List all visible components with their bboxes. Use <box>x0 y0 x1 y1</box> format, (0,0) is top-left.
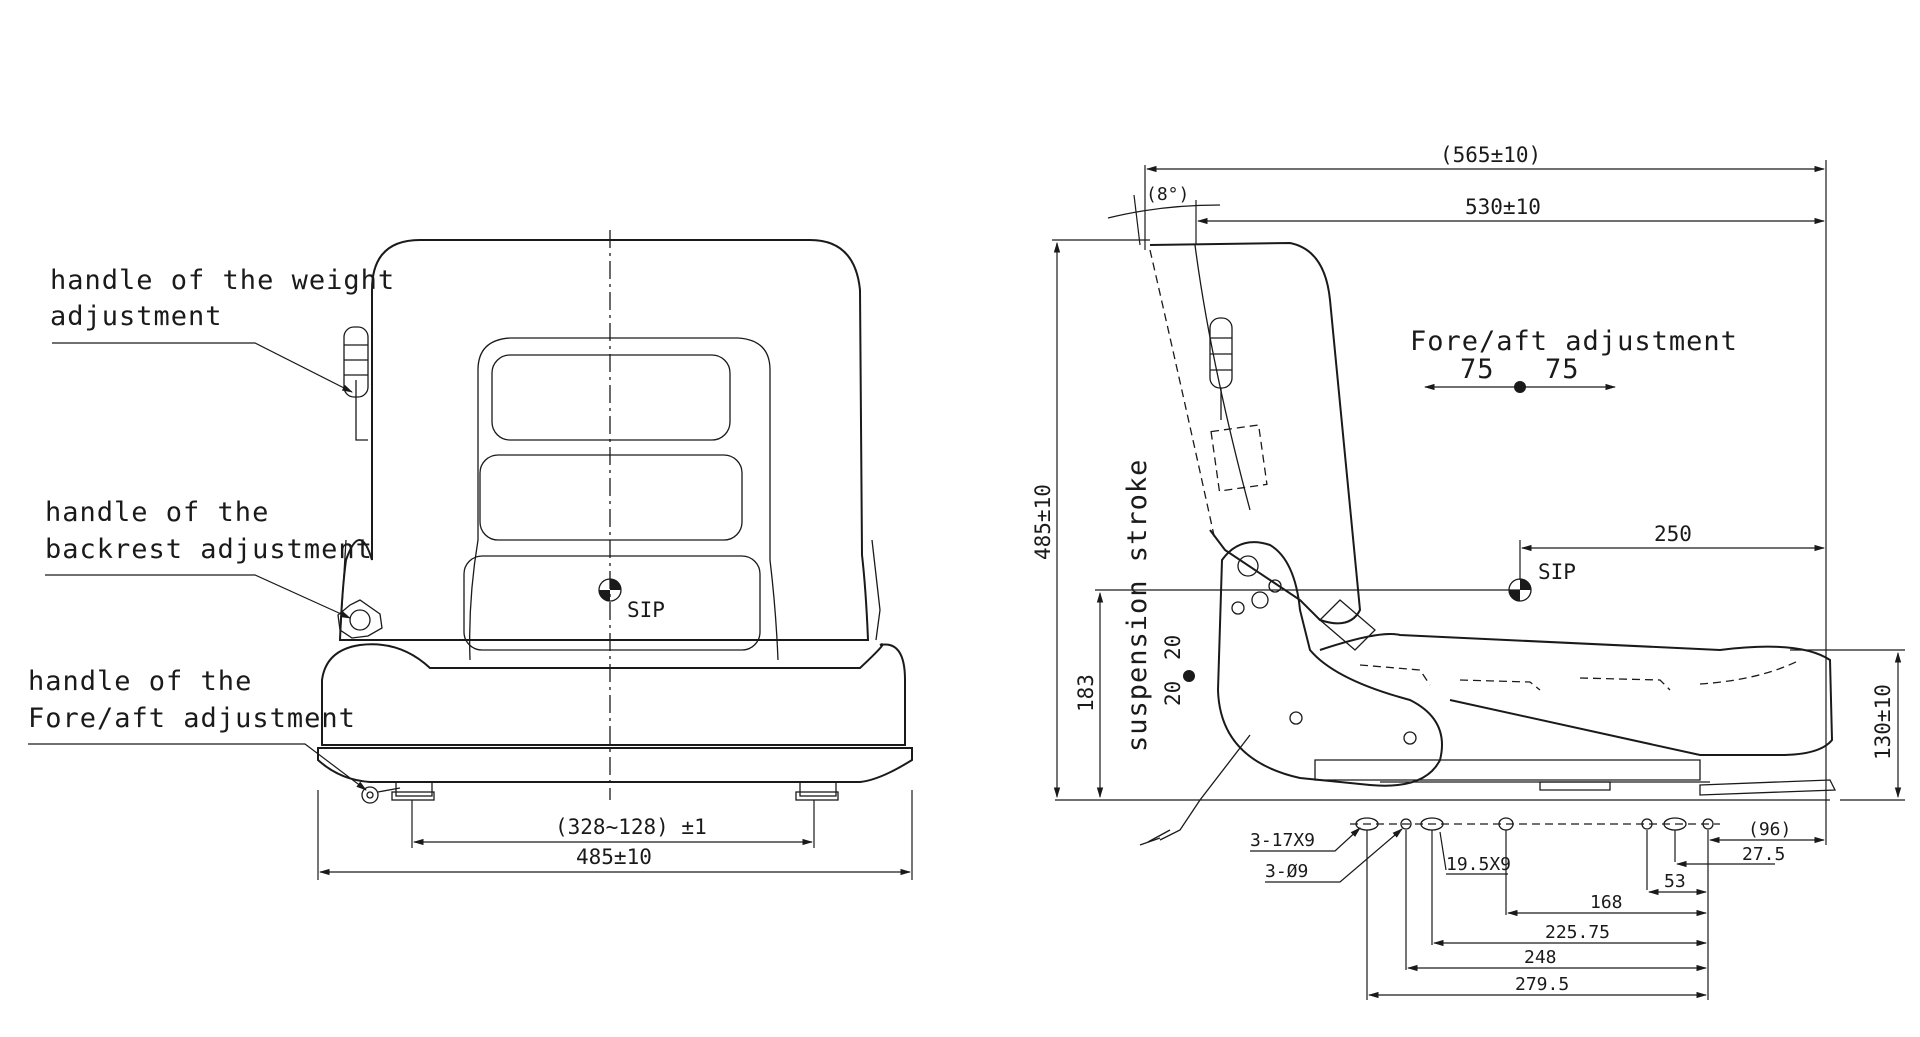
overall-width-value: 485±10 <box>576 845 652 869</box>
side-seat-lever <box>1319 599 1376 651</box>
side-fore-aft-bar <box>1699 779 1837 796</box>
backrest-handle-leader <box>45 574 351 619</box>
side-rail <box>1314 759 1701 781</box>
fore-aft-handle-icon <box>361 786 401 804</box>
front-sip-marker <box>598 578 622 602</box>
weight-adjust-handle-icon <box>343 326 369 441</box>
d279-5-value: 279.5 <box>1515 974 1569 995</box>
holes-label: 3-Ø9 <box>1265 861 1308 882</box>
d96-value: (96) <box>1748 819 1791 840</box>
slot-19-label: 19.5X9 <box>1446 854 1511 875</box>
side-backrest-tilt-line <box>1149 249 1216 541</box>
backrest-angle-value: (8°) <box>1146 184 1189 205</box>
weight-handle-label-line2: adjustment <box>50 301 223 332</box>
suspension-stroke-label: suspension stroke <box>1122 459 1153 752</box>
side-weight-handle-icon <box>1209 317 1233 420</box>
backrest-adjust-knob-icon <box>337 599 383 639</box>
backrest-outline <box>338 239 870 641</box>
side-backrest-outline <box>1149 241 1362 625</box>
side-sip-label: SIP <box>1538 560 1576 584</box>
backrest-handle-label-line1: handle of the <box>45 497 269 528</box>
backrest-inner-frame <box>469 337 779 661</box>
rail-spacing-value: (328~128) ±1 <box>555 815 707 839</box>
front-height-value: 130±10 <box>1871 684 1895 760</box>
pivot-bolt-icon <box>1237 555 1259 577</box>
front-foot-left <box>391 781 435 801</box>
side-seat-cushion <box>1319 633 1834 756</box>
sip-offset-value: 250 <box>1654 522 1692 546</box>
suspension-midpoint-marker <box>1183 670 1195 682</box>
d225-75-value: 225.75 <box>1545 922 1610 943</box>
d53-value: 53 <box>1664 871 1686 892</box>
seat-length-value: 530±10 <box>1465 195 1541 219</box>
d27-5-value: 27.5 <box>1742 844 1785 865</box>
overall-length-value: (565±10) <box>1440 143 1541 167</box>
fore-aft-handle-label-line1: handle of the <box>28 666 252 697</box>
backrest-side-left <box>339 539 347 641</box>
backrest-angle-arc <box>1107 204 1221 219</box>
front-sip-label: SIP <box>627 598 665 622</box>
side-warning-label-icon <box>1210 424 1268 492</box>
mounting-holes <box>1350 817 1720 831</box>
base-plate <box>317 747 913 783</box>
backrest-panel-top <box>491 354 731 441</box>
side-view: (565±10) 530±10 (8°) 485±10 183 suspensi… <box>1031 143 1905 1000</box>
side-backrest-inner <box>1194 244 1251 511</box>
side-pivot-bracket <box>1216 541 1443 787</box>
d168-value: 168 <box>1590 892 1623 913</box>
backrest-handle-label-line2: backrest adjustment <box>45 534 373 565</box>
side-sip-marker <box>1508 578 1532 602</box>
backrest-side-right <box>871 539 881 641</box>
front-view: SIP handle of the weight adjustment hand… <box>28 230 913 880</box>
side-cable <box>1159 734 1251 841</box>
slots-label: 3-17X9 <box>1250 830 1315 851</box>
fore-aft-handle-leader <box>28 743 367 791</box>
fore-aft-handle-label-line2: Fore/aft adjustment <box>28 703 356 734</box>
sip-height-value: 183 <box>1074 674 1098 712</box>
d248-value: 248 <box>1524 947 1557 968</box>
stroke-up-value: 20 <box>1161 635 1185 660</box>
stroke-down-value: 20 <box>1161 681 1185 706</box>
fore-aft-front-value: 75 <box>1545 354 1580 385</box>
weight-handle-leader <box>52 342 353 393</box>
seat-cushion <box>321 643 906 746</box>
side-height-value: 485±10 <box>1031 484 1055 560</box>
backrest-panel-middle <box>479 454 743 541</box>
front-foot-right <box>795 781 839 801</box>
fore-aft-label: Fore/aft adjustment <box>1410 326 1738 357</box>
fore-aft-rear-value: 75 <box>1460 354 1495 385</box>
weight-handle-label-line1: handle of the weight <box>50 265 395 296</box>
backrest-panel-bottom <box>463 555 761 651</box>
